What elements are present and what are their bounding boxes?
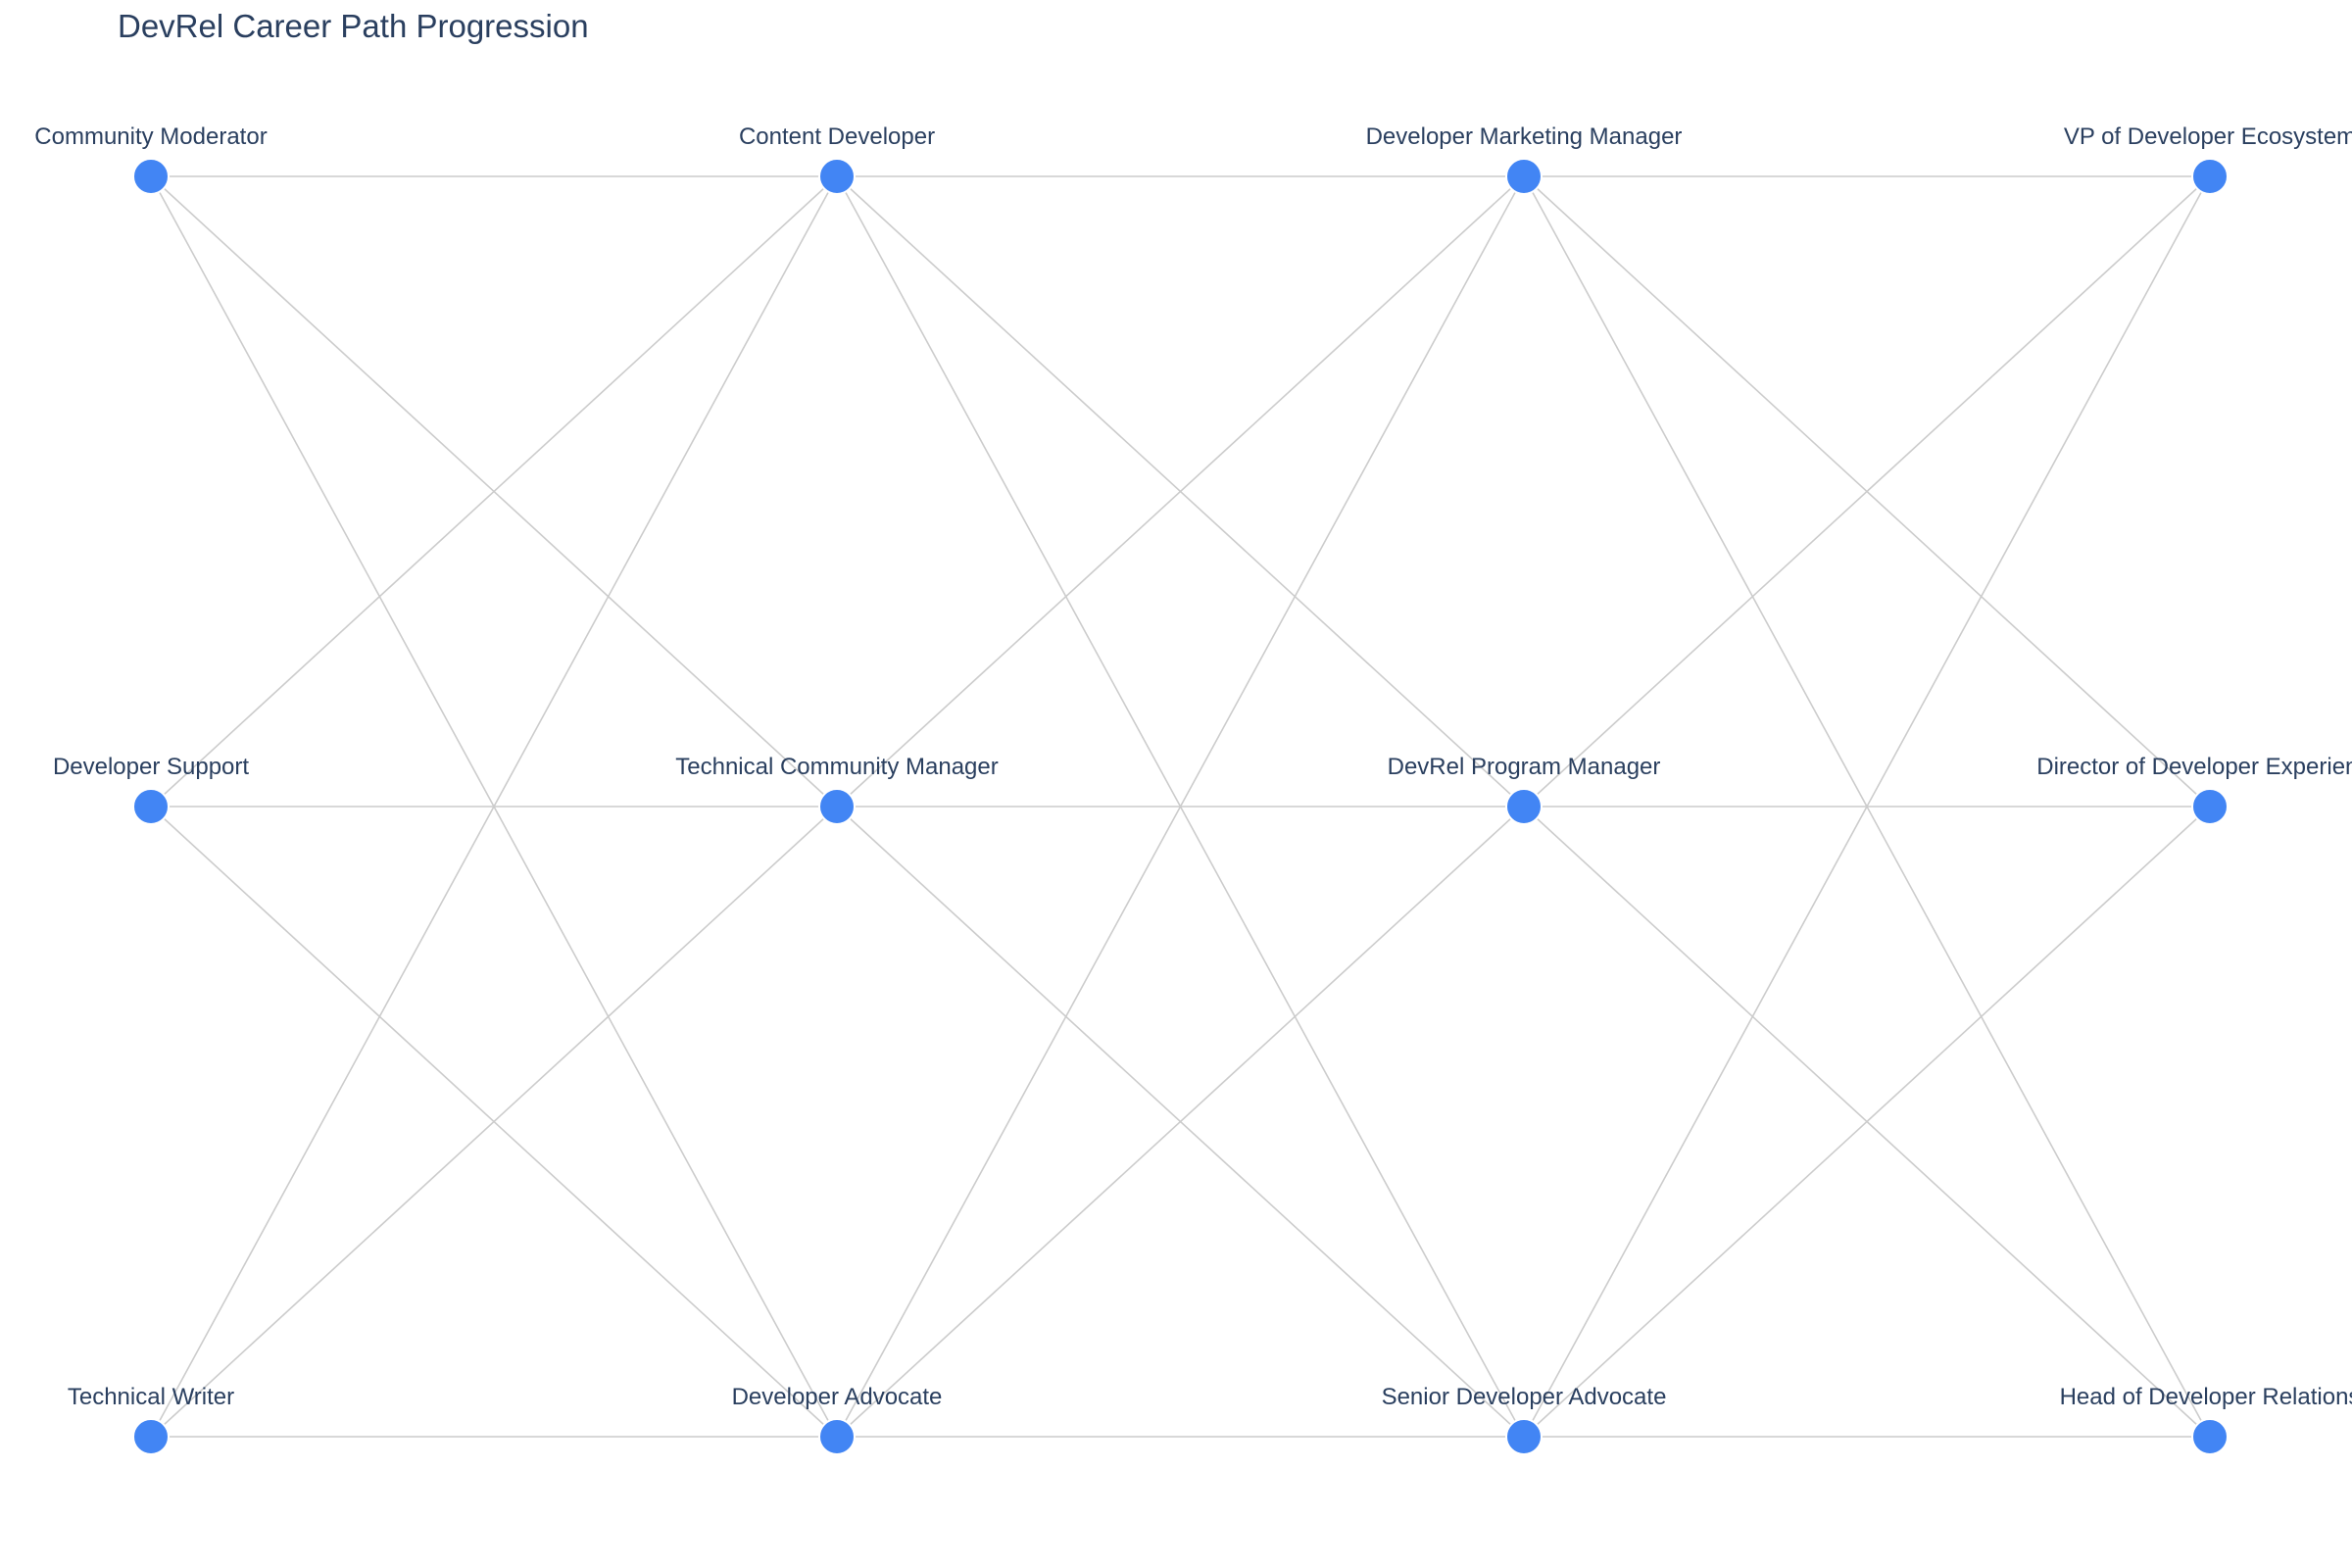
node-technical-community-manager[interactable]: Technical Community Manager [675,754,999,825]
node-marker[interactable] [818,788,856,825]
node-marker[interactable] [132,158,170,195]
node-label: Developer Support [53,754,249,780]
node-marker[interactable] [2191,1418,2229,1455]
node-developer-advocate[interactable]: Developer Advocate [732,1384,943,1455]
node-label: Technical Community Manager [675,754,998,780]
node-marker[interactable] [132,788,170,825]
node-marker[interactable] [818,158,856,195]
edge-technical-writer-to-content-developer [150,175,838,1438]
node-vp-of-developer-ecosystem[interactable]: VP of Developer Ecosystem [2064,123,2352,195]
edge-developer-advocate-to-developer-marketing-manager [836,175,1525,1438]
node-developer-support[interactable]: Developer Support [53,754,249,825]
node-senior-developer-advocate[interactable]: Senior Developer Advocate [1382,1384,1667,1455]
edge-senior-developer-advocate-to-director-of-developer-experience [1523,806,2211,1438]
edge-developer-support-to-content-developer [150,175,838,808]
edge-technical-writer-to-technical-community-manager [150,806,838,1438]
node-label: Director of Developer Experience [2036,754,2352,780]
node-developer-marketing-manager[interactable]: Developer Marketing Manager [1366,123,1683,195]
edge-senior-developer-advocate-to-vp-of-developer-ecosystem [1523,175,2211,1438]
node-label: Content Developer [739,123,935,150]
node-technical-writer[interactable]: Technical Writer [68,1384,234,1455]
node-devrel-program-manager[interactable]: DevRel Program Manager [1388,754,1661,825]
node-marker[interactable] [2191,158,2229,195]
edge-technical-community-manager-to-developer-marketing-manager [836,175,1525,808]
edge-layer [150,175,2211,1438]
edge-devrel-program-manager-to-vp-of-developer-ecosystem [1523,175,2211,808]
node-marker[interactable] [132,1418,170,1455]
node-marker[interactable] [2191,788,2229,825]
node-label: Head of Developer Relations [2060,1384,2352,1410]
node-label: Community Moderator [34,123,267,150]
node-label: Developer Advocate [732,1384,943,1410]
node-marker[interactable] [1505,1418,1543,1455]
node-label: DevRel Program Manager [1388,754,1661,780]
node-director-of-developer-experience[interactable]: Director of Developer Experience [2036,754,2352,825]
node-head-of-developer-relations[interactable]: Head of Developer Relations [2060,1384,2352,1455]
edge-developer-advocate-to-devrel-program-manager [836,806,1525,1438]
node-marker[interactable] [1505,158,1543,195]
node-label: Technical Writer [68,1384,234,1410]
node-marker[interactable] [1505,788,1543,825]
node-label: VP of Developer Ecosystem [2064,123,2352,150]
node-community-moderator[interactable]: Community Moderator [34,123,268,195]
node-label: Senior Developer Advocate [1382,1384,1667,1410]
diagram-title: DevRel Career Path Progression [118,8,589,44]
node-label: Developer Marketing Manager [1366,123,1683,150]
node-content-developer[interactable]: Content Developer [739,123,935,195]
node-marker[interactable] [818,1418,856,1455]
